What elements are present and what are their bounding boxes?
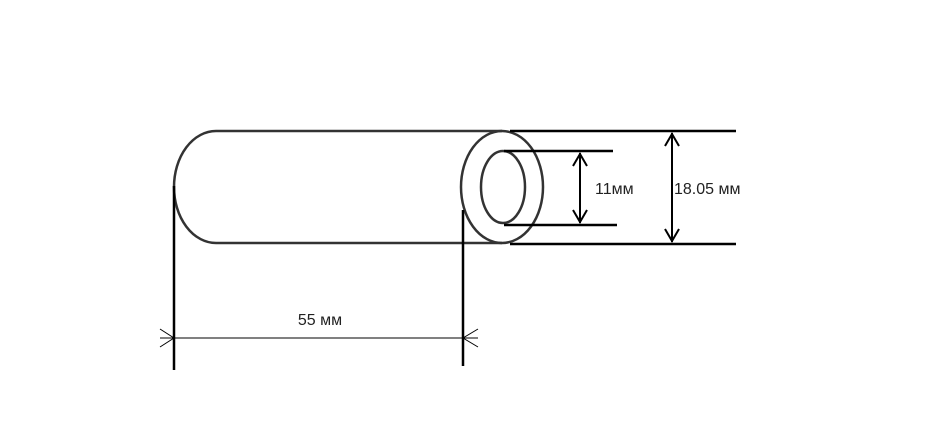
tube-end-outer-ellipse [459,129,545,245]
tube-end-inner-ellipse [479,149,527,225]
outer-diameter-arrow-top [664,132,680,147]
inner-diameter-arrow-bottom [572,209,588,224]
length-arrow-left [159,328,175,348]
outer-diameter-label: 18.05 мм [674,181,740,198]
length-arrow-right [462,328,479,348]
inner-diameter-label: 11мм [595,181,634,198]
inner-diameter-arrow-top [572,152,588,167]
outer-diameter-arrow-bottom [664,228,680,243]
tube-body-outline [172,129,502,245]
length-label: 55 мм [298,312,342,329]
